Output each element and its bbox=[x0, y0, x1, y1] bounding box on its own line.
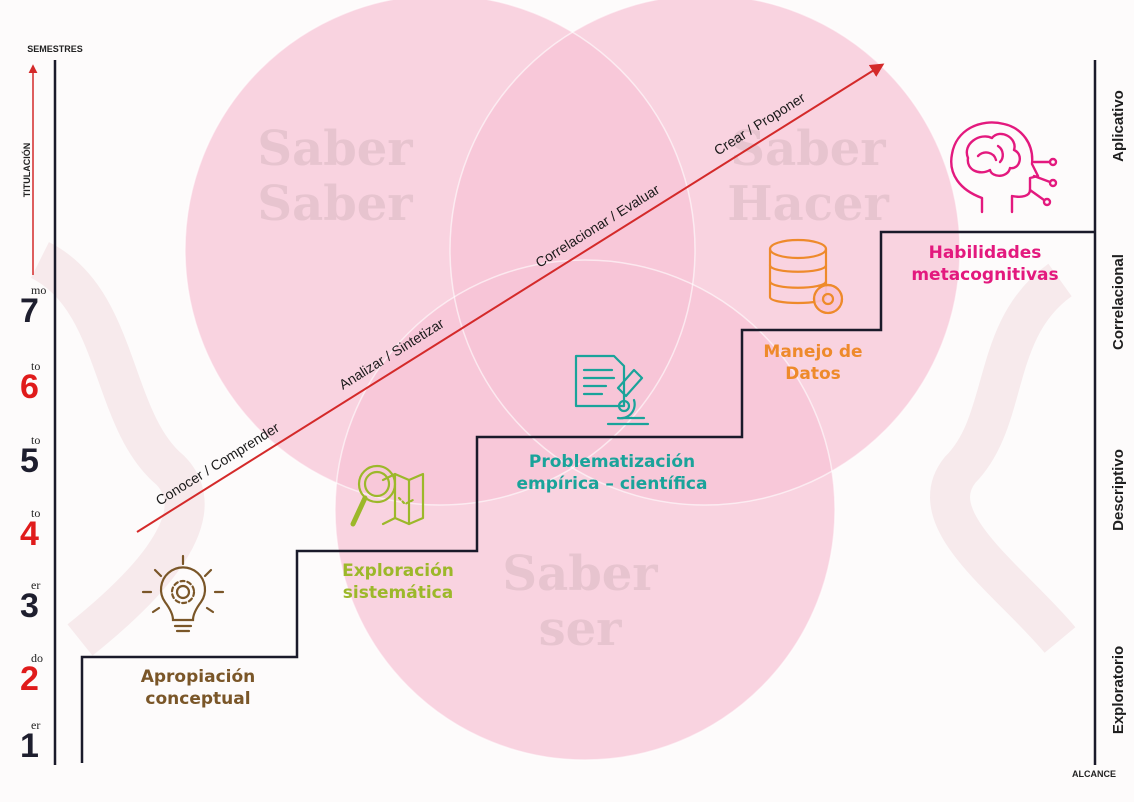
scope-descriptivo: Descriptivo bbox=[1110, 449, 1127, 531]
semester-suffix: er bbox=[31, 578, 40, 592]
step-label-line: Apropiación bbox=[141, 667, 256, 687]
step-label-line: conceptual bbox=[145, 689, 250, 709]
brain-head-icon bbox=[950, 121, 1058, 214]
semester-suffix: er bbox=[31, 718, 40, 732]
lightbulb-gear-icon bbox=[141, 554, 225, 633]
semester-number: 3 bbox=[20, 587, 39, 625]
database-gear-icon bbox=[768, 238, 844, 315]
semester-suffix: to bbox=[31, 506, 40, 520]
step-label-line: sistemática bbox=[343, 583, 453, 603]
scope-correlacional: Correlacional bbox=[1110, 254, 1127, 350]
semester-suffix: do bbox=[31, 651, 43, 665]
semester-7: 7mo bbox=[20, 283, 46, 330]
circle-right-line2: Hacer bbox=[727, 176, 889, 232]
scope-aplicativo: Aplicativo bbox=[1110, 90, 1127, 162]
semestres-label: SEMESTRES bbox=[27, 44, 83, 54]
background-pattern bbox=[29, 242, 1076, 656]
staircase-line bbox=[80, 230, 1096, 763]
step-label-line: metacognitivas bbox=[911, 265, 1058, 285]
progress-arrow bbox=[136, 63, 885, 533]
magnifier-map-icon bbox=[350, 464, 425, 527]
semester-number: 2 bbox=[20, 660, 39, 698]
circle-saber-ser bbox=[335, 260, 835, 760]
semester-5: 5to bbox=[20, 433, 40, 480]
semester-suffix: to bbox=[31, 433, 40, 447]
circle-left-line2: Saber bbox=[257, 176, 413, 232]
semester-number: 4 bbox=[20, 515, 39, 553]
step-label-line: Habilidades bbox=[929, 243, 1042, 263]
alcance-label: ALCANCE bbox=[1072, 769, 1116, 779]
venn-circles bbox=[184, 0, 961, 761]
semester-3: 3er bbox=[20, 578, 40, 625]
semester-6: 6to bbox=[20, 359, 40, 406]
step-label-line: Datos bbox=[785, 364, 841, 384]
circle-left-line1: Saber bbox=[257, 121, 413, 177]
circle-bottom-line2: ser bbox=[539, 601, 623, 657]
semester-2: 2do bbox=[20, 651, 43, 698]
titulacion-label: TITULACIÓN bbox=[21, 143, 32, 198]
semester-number: 6 bbox=[20, 368, 39, 406]
semester-axis: SEMESTRES TITULACIÓN bbox=[21, 44, 83, 765]
semester-suffix: mo bbox=[31, 283, 46, 297]
step-label-line: Exploración bbox=[342, 561, 454, 581]
scope-exploratorio: Exploratorio bbox=[1110, 646, 1127, 734]
semester-number: 5 bbox=[20, 442, 39, 480]
semester-1: 1er bbox=[20, 718, 40, 765]
document-microscope-icon bbox=[574, 354, 650, 426]
semester-suffix: to bbox=[31, 359, 40, 373]
circle-bottom-line1: Saber bbox=[502, 546, 658, 602]
semester-4: 4to bbox=[20, 506, 40, 553]
circle-right-line1: Saber bbox=[730, 121, 886, 177]
step-label-line: Problematización bbox=[529, 452, 695, 472]
scope-labels: Exploratorio Descriptivo Correlacional Apli… bbox=[1110, 90, 1127, 734]
step-label-line: Manejo de bbox=[763, 342, 862, 362]
semester-number: 1 bbox=[20, 727, 39, 765]
scope-axis: ALCANCE bbox=[1072, 60, 1116, 779]
semester-number: 7 bbox=[20, 292, 39, 330]
step-label-line: empírica – científica bbox=[517, 474, 708, 494]
